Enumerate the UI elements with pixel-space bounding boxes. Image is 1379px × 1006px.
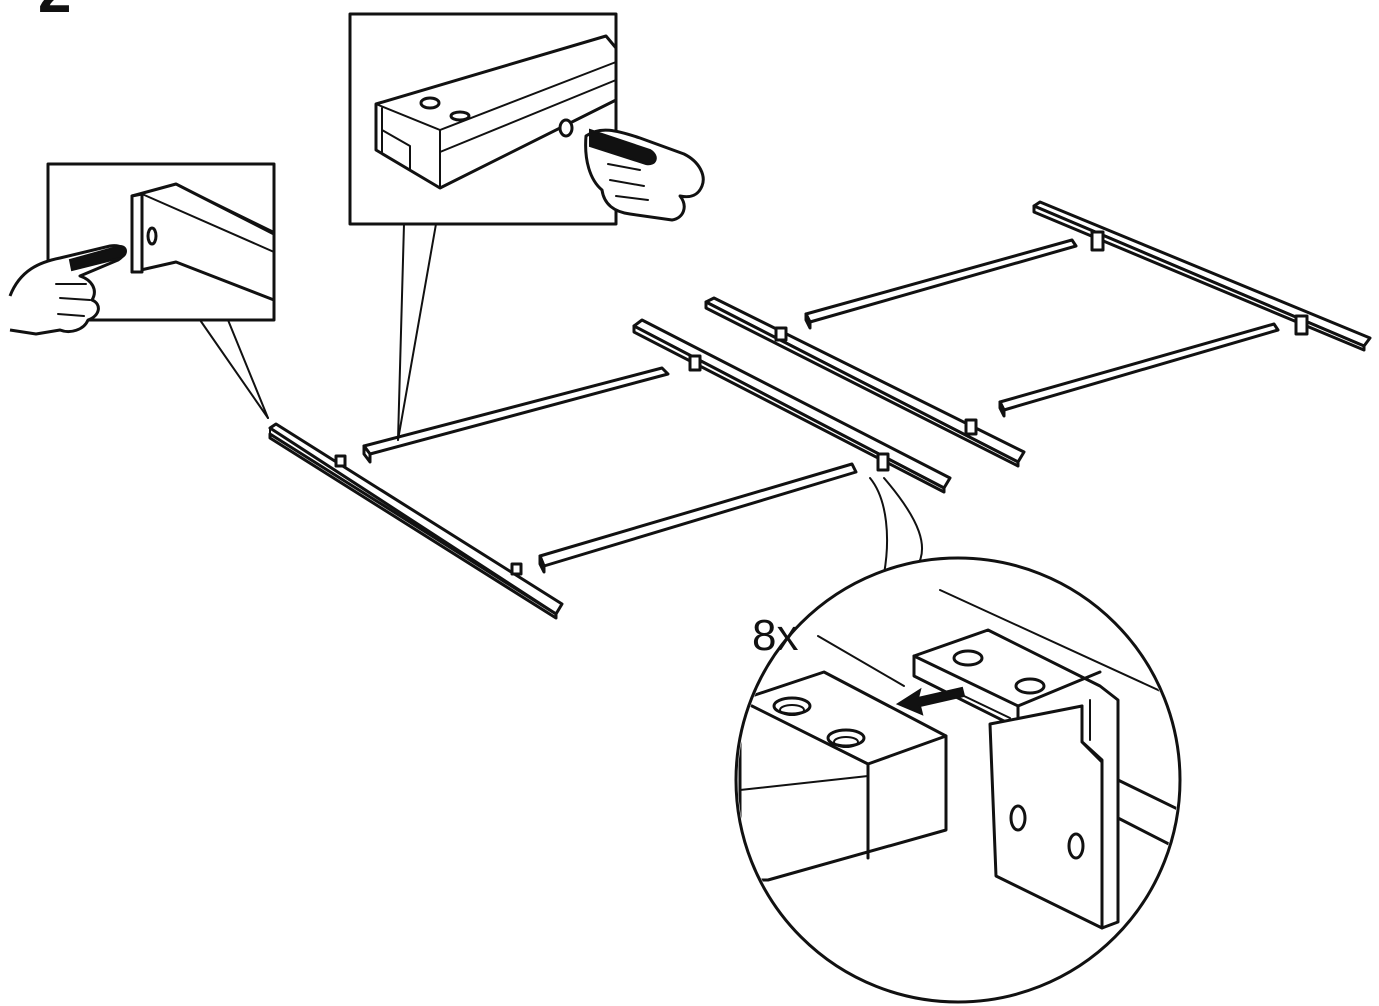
quantity-label: 8x xyxy=(752,611,798,660)
left-side-rail xyxy=(268,422,564,620)
hand-pointing-icon xyxy=(8,244,127,336)
left-slat-1 xyxy=(362,366,670,464)
step-number: 2 xyxy=(38,0,71,25)
right-side-rail xyxy=(1032,200,1372,352)
callout-end-hole xyxy=(8,162,276,419)
arrow-left-icon xyxy=(895,686,966,716)
bracket-detail: 8x xyxy=(734,477,1182,1004)
right-slat-1 xyxy=(804,238,1078,330)
center-rail-1 xyxy=(632,318,952,494)
callout-channel-holes xyxy=(348,12,705,441)
right-slat-2 xyxy=(998,322,1280,418)
left-slat-2 xyxy=(538,462,858,574)
center-rail-2 xyxy=(704,296,1026,468)
hand-pointing-icon xyxy=(584,128,705,222)
